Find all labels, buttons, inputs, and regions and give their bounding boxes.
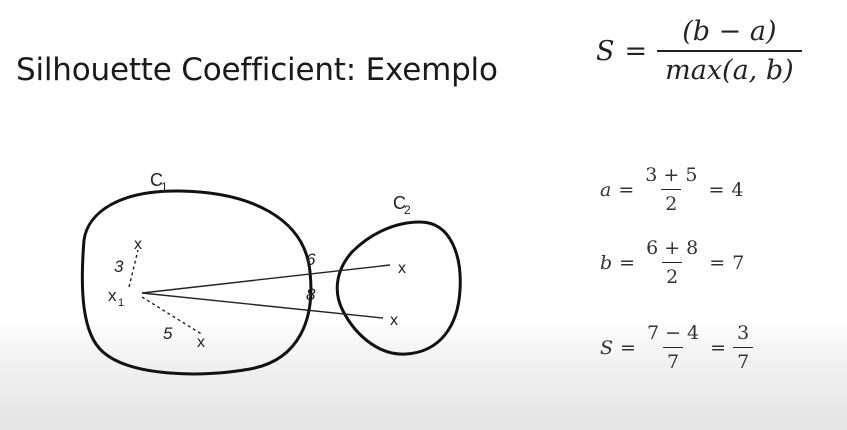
cluster-c2-label: C: [393, 193, 406, 213]
cluster-c2-outline: [335, 220, 462, 356]
equation-b-equals-2: =: [709, 251, 726, 274]
formula-fraction: (b − a) max(a, b): [657, 16, 802, 86]
equation-a-equals-2: =: [708, 178, 725, 201]
formula-denominator: max(a, b): [657, 50, 802, 86]
line-to-c2-lower: [141, 292, 384, 319]
equation-b-equals: =: [619, 251, 636, 274]
silhouette-formula: S = (b − a) max(a, b): [596, 16, 802, 86]
dashed-line-upper: [128, 249, 139, 288]
point-marker-c2-upper: x: [398, 260, 406, 277]
equation-s-equals-2: =: [710, 336, 727, 359]
equation-s-denominator: 7: [663, 347, 684, 373]
equation-s-result-denominator: 7: [733, 347, 754, 373]
equation-a-result: 4: [731, 178, 744, 201]
equation-s-equals: =: [620, 336, 636, 359]
equation-a: a = 3 + 5 2 = 4: [600, 164, 743, 215]
dashed-line-lower: [141, 296, 204, 336]
formula-numerator: (b − a): [682, 16, 777, 47]
equation-a-equals: =: [618, 178, 635, 201]
cluster-c2-subscript: 2: [404, 203, 411, 217]
equation-b-fraction: 6 + 8 2: [642, 237, 702, 288]
distance-label-6: 6: [306, 250, 316, 269]
point-x1-label: x: [108, 286, 117, 305]
equation-a-lhs: a: [600, 178, 612, 201]
equation-s-result-fraction: 3 7: [733, 322, 754, 373]
point-x1-subscript: 1: [118, 297, 124, 309]
point-marker-c1-lower: x: [197, 334, 205, 351]
point-marker-c2-lower: x: [390, 312, 398, 329]
distance-label-3: 3: [114, 257, 124, 276]
equation-b-lhs: b: [600, 251, 613, 274]
cluster-c1-subscript: 1: [161, 180, 168, 194]
equation-s-result-numerator: 3: [737, 322, 750, 344]
line-to-c2-upper: [141, 264, 391, 294]
equation-a-denominator: 2: [661, 189, 682, 215]
cluster-c1-label: C: [150, 170, 163, 190]
distance-label-5: 5: [163, 324, 173, 343]
equation-b-numerator: 6 + 8: [646, 237, 699, 259]
slide-title: Silhouette Coefficient: Exemplo: [16, 52, 498, 88]
equation-b: b = 6 + 8 2 = 7: [600, 237, 744, 288]
equation-s-fraction: 7 − 4 7: [643, 322, 703, 373]
equation-a-numerator: 3 + 5: [645, 164, 698, 186]
cluster-c1-outline: [80, 189, 313, 376]
formula-equals: =: [624, 35, 648, 67]
equation-b-result: 7: [732, 251, 745, 274]
point-marker-c1-upper: x: [134, 236, 142, 253]
equation-s-numerator: 7 − 4: [646, 322, 700, 344]
equation-s-lhs: S: [600, 336, 614, 359]
equation-s: S = 7 − 4 7 = 3 7: [600, 322, 754, 373]
distance-label-8: 8: [306, 285, 316, 304]
equation-b-denominator: 2: [662, 262, 683, 288]
formula-lhs: S: [596, 35, 615, 67]
equation-a-fraction: 3 + 5 2: [641, 164, 701, 215]
